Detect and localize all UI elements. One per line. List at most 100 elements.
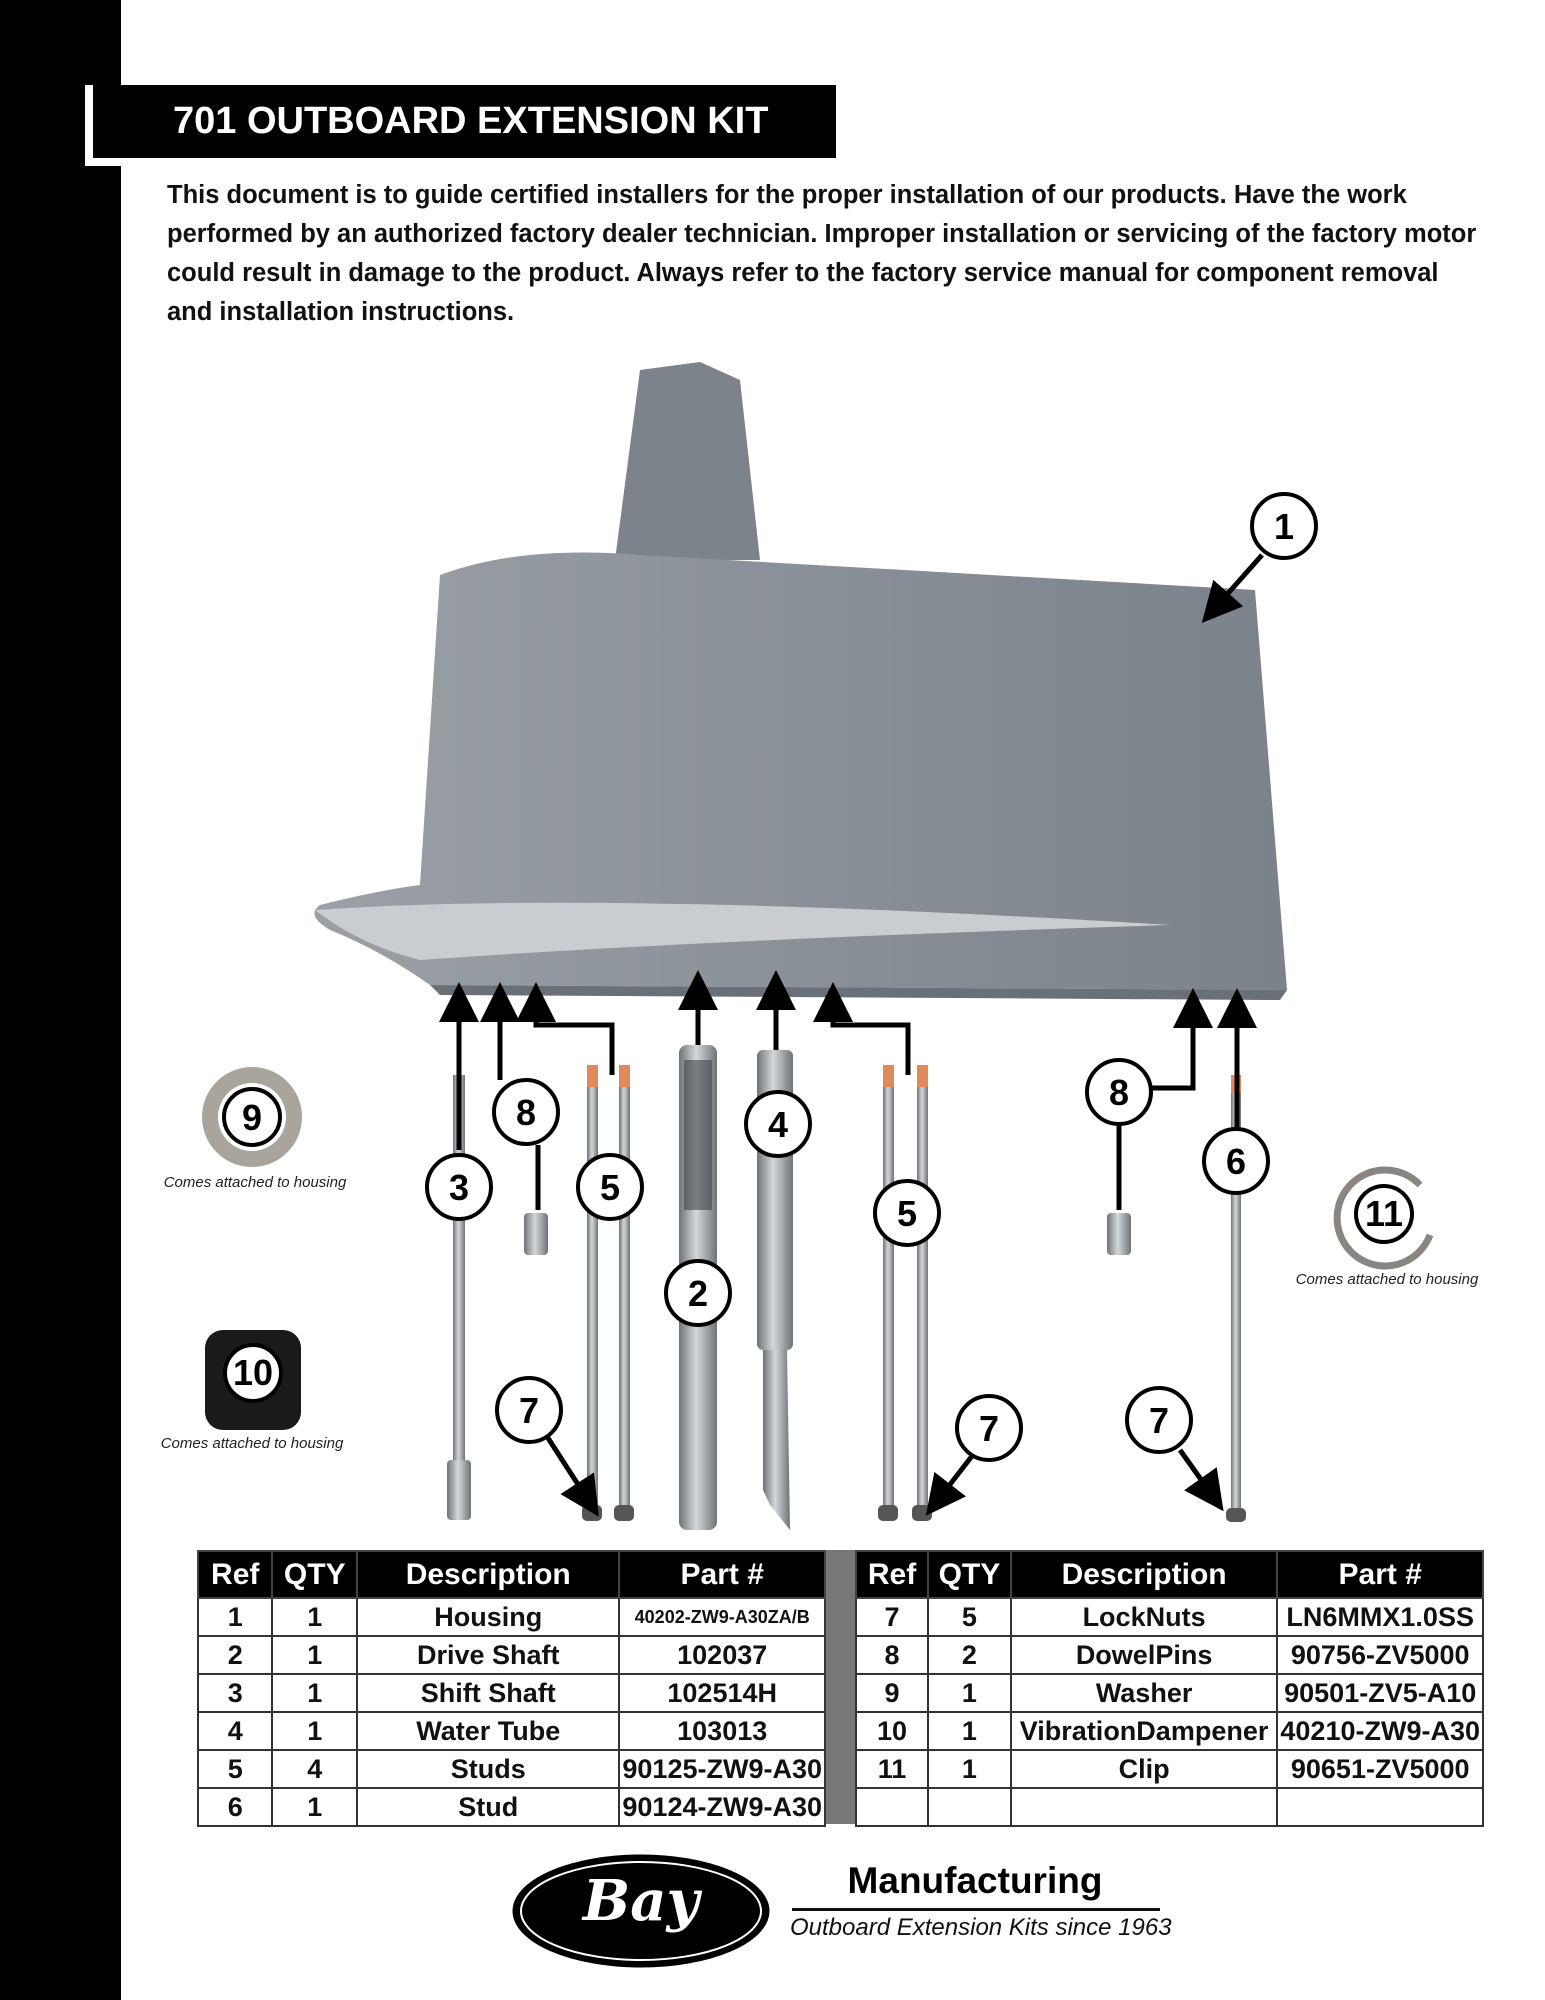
- cell-part-number: [1276, 1787, 1484, 1827]
- header-ref: Ref: [196, 1550, 274, 1599]
- exploded-parts-diagram: 1 2 3 4 5 5 6 7 7 7 8 8 9 10 11: [202, 362, 1434, 1530]
- washer-caption: Comes attached to housing: [163, 1174, 347, 1191]
- svg-text:5: 5: [897, 1193, 917, 1234]
- company-name: Manufacturing: [847, 1860, 1103, 1901]
- cell-description: LockNuts: [1009, 1597, 1279, 1637]
- header-description: Description: [1009, 1550, 1279, 1599]
- header-part: Part #: [1276, 1550, 1484, 1599]
- callout-5-left: 5: [576, 1153, 644, 1221]
- callout-3: 3: [425, 1153, 493, 1221]
- clip-part: [1333, 1166, 1434, 1270]
- svg-text:3: 3: [449, 1167, 469, 1208]
- cell-ref: 7: [854, 1597, 930, 1637]
- cell-ref: 6: [196, 1787, 274, 1827]
- cell-qty: 1: [271, 1597, 359, 1637]
- cell-part-number: 90651-ZV5000: [1276, 1749, 1484, 1789]
- cell-part-number: 103013: [618, 1711, 826, 1751]
- cell-ref: 11: [854, 1749, 930, 1789]
- cell-description: Drive Shaft: [356, 1635, 621, 1675]
- header-qty: QTY: [927, 1550, 1012, 1599]
- housing-part: [314, 362, 1287, 1000]
- callout-4: 4: [744, 1090, 812, 1158]
- svg-text:10: 10: [233, 1352, 273, 1393]
- callout-8-right: 8: [1085, 1058, 1153, 1126]
- callout-1: 1: [1250, 492, 1318, 560]
- callout-5-right: 5: [873, 1179, 941, 1247]
- cell-ref: 2: [196, 1635, 274, 1675]
- cell-qty: 1: [271, 1711, 359, 1751]
- cell-qty: 4: [271, 1749, 359, 1789]
- cell-description: Water Tube: [356, 1711, 621, 1751]
- cell-part-number: 102037: [618, 1635, 826, 1675]
- svg-text:9: 9: [242, 1097, 262, 1138]
- callout-10: 10: [223, 1343, 283, 1403]
- callout-7-middle: 7: [955, 1394, 1023, 1462]
- cell-qty: 1: [927, 1749, 1012, 1789]
- cell-ref: 3: [196, 1673, 274, 1713]
- svg-text:4: 4: [768, 1104, 788, 1145]
- cell-ref: 10: [854, 1711, 930, 1751]
- studs-right: [878, 1065, 932, 1521]
- svg-text:1: 1: [1274, 506, 1294, 547]
- cell-description: Housing: [356, 1597, 621, 1637]
- cell-ref: 8: [854, 1635, 930, 1675]
- cell-part-number: LN6MMX1.0SS: [1276, 1597, 1484, 1637]
- callout-11: 11: [1354, 1184, 1414, 1244]
- svg-text:8: 8: [516, 1092, 536, 1133]
- header-qty: QTY: [271, 1550, 359, 1599]
- svg-text:7: 7: [979, 1408, 999, 1449]
- cell-qty: [927, 1787, 1012, 1827]
- table-header-row: Ref QTY Description Part #: [196, 1550, 826, 1599]
- svg-text:2: 2: [688, 1273, 708, 1314]
- cell-description: [1009, 1787, 1279, 1827]
- cell-ref: 9: [854, 1673, 930, 1713]
- svg-text:5: 5: [600, 1167, 620, 1208]
- left-black-bar: [0, 0, 121, 2000]
- header-description: Description: [356, 1550, 621, 1599]
- intro-paragraph: This document is to guide certified inst…: [167, 181, 1477, 326]
- clip-caption: Comes attached to housing: [1295, 1271, 1479, 1288]
- cell-description: Studs: [356, 1749, 621, 1789]
- cell-qty: 1: [927, 1673, 1012, 1713]
- bay-logo: [512, 1854, 770, 1968]
- cell-qty: 1: [927, 1711, 1012, 1751]
- callout-8-left: 8: [492, 1078, 560, 1146]
- cell-qty: 1: [271, 1787, 359, 1827]
- cell-description: Shift Shaft: [356, 1673, 621, 1713]
- svg-text:7: 7: [519, 1390, 539, 1431]
- callout-7-right: 7: [1125, 1386, 1193, 1454]
- tagline: Outboard Extension Kits since 1963: [790, 1914, 1172, 1941]
- cell-ref: 1: [196, 1597, 274, 1637]
- callout-2: 2: [664, 1259, 732, 1327]
- page-title: 701 OUTBOARD EXTENSION KIT: [93, 85, 836, 158]
- svg-text:11: 11: [1365, 1193, 1403, 1234]
- callout-6: 6: [1202, 1127, 1270, 1195]
- table-row: [854, 1787, 1484, 1827]
- cell-description: VibrationDampener: [1009, 1711, 1279, 1751]
- cell-ref: 5: [196, 1749, 274, 1789]
- cell-part-number: 40202-ZW9-A30ZA/B: [618, 1597, 826, 1637]
- studs-left: [582, 1065, 634, 1521]
- cell-part-number: 102514H: [618, 1673, 826, 1713]
- svg-text:8: 8: [1109, 1072, 1129, 1113]
- cell-description: Washer: [1009, 1673, 1279, 1713]
- cell-part-number: 40210-ZW9-A30: [1276, 1711, 1484, 1751]
- cell-part-number: 90756-ZV5000: [1276, 1635, 1484, 1675]
- dampener-caption: Comes attached to housing: [160, 1435, 344, 1452]
- table-separator: [826, 1550, 855, 1824]
- cell-qty: 5: [927, 1597, 1012, 1637]
- svg-text:6: 6: [1226, 1141, 1246, 1182]
- cell-qty: 1: [271, 1673, 359, 1713]
- callout-9: 9: [222, 1087, 282, 1147]
- cell-description: Clip: [1009, 1749, 1279, 1789]
